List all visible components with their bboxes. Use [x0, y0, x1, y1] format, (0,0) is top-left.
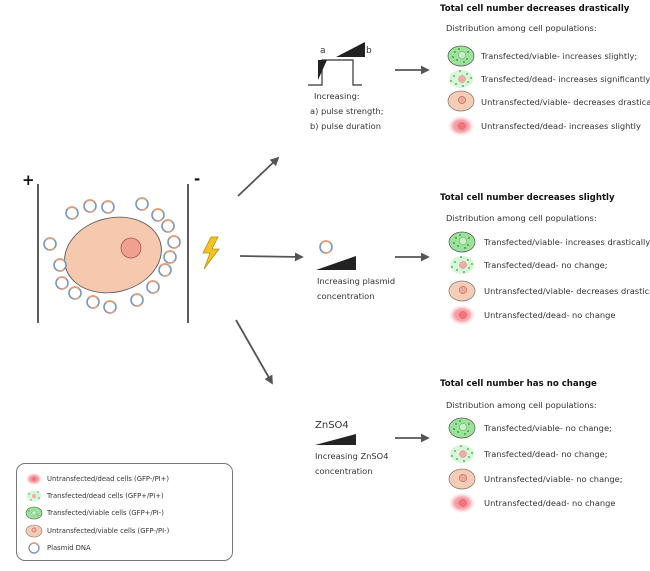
transfected-dead-cell-icon: [448, 69, 474, 89]
lightning-icon: [202, 236, 220, 270]
legend-label: Untransfected/viable cells (GFP-/PI-): [47, 527, 170, 535]
legend-plasmid-icon: [28, 542, 40, 554]
legend-label: Untransfected/dead cells (GFP-/PI+): [47, 475, 170, 483]
transfected-dead-cell-icon: [449, 444, 475, 464]
pulse-result-heading: Total cell number decreases drastically: [440, 4, 630, 14]
arrow-to-znso4: [235, 319, 273, 385]
plasmid-result-item: Transfected/dead- no change;: [484, 260, 608, 270]
positive-sign: +: [22, 171, 35, 189]
znso4-result-heading: Total cell number has no change: [440, 379, 597, 389]
znso4-ramp-icon: [315, 434, 356, 445]
pulse-result-subheading: Distribution among cell populations:: [446, 23, 597, 33]
legend-label: Transfected/dead cells (GFP+/PI+): [47, 492, 164, 500]
legend-label: Transfected/viable cells (GFP+/PI-): [47, 509, 164, 517]
arrow-to-plasmid: [239, 252, 304, 262]
transfected-viable-cell-icon: [448, 417, 476, 439]
arrow-to-pulse: [237, 156, 280, 197]
plasmid-result-heading: Total cell number decreases slightly: [440, 193, 615, 203]
untransfected-dead-cell-icon: [448, 492, 476, 514]
legend-box: Untransfected/dead cells (GFP-/PI+) Tran…: [16, 463, 233, 561]
znso4-caption-line-2: concentration: [315, 466, 373, 476]
pulse-result-item: Transfected/dead- increases significantl…: [481, 74, 650, 84]
znso4-caption-line-1: Increasing ZnSO4: [315, 451, 389, 461]
untransfected-dead-cell-icon: [447, 115, 475, 137]
plasmid-result-subheading: Distribution among cell populations:: [446, 213, 597, 223]
plasmid-icon: [319, 240, 333, 254]
pulse-label-b: b: [366, 46, 372, 56]
legend-label: Plasmid DNA: [47, 544, 91, 552]
transfected-dead-cell-icon: [449, 255, 475, 275]
znso4-result-item: Transfected/dead- no change;: [484, 449, 608, 459]
plasmid-caption-line-2: concentration: [317, 291, 375, 301]
legend-untransfected-dead-icon: [26, 473, 42, 485]
pulse-result-item: Untransfected/viable- decreases drastica…: [481, 97, 650, 107]
plasmid-result-item: Transfected/viable- increases drasticall…: [484, 237, 650, 247]
znso4-result-item: Untransfected/viable- no change;: [484, 474, 623, 484]
legend-icons: [25, 473, 43, 554]
znso4-result-item: Untransfected/dead- no change: [484, 498, 616, 508]
pulse-result-item: Untransfected/dead- increases slightly: [481, 121, 641, 131]
plasmid-ramp-icon: [316, 256, 356, 270]
znso4-result-item: Transfected/viable- no change;: [484, 423, 612, 433]
plasmid-caption-line-1: Increasing plasmid: [317, 276, 396, 286]
transfected-viable-cell-icon: [447, 45, 475, 67]
legend-untransfected-viable-icon: [25, 524, 43, 538]
pulse-result-item: Transfected/viable- increases slightly;: [481, 51, 638, 61]
pulse-label-a: a: [320, 46, 326, 56]
legend-transfected-dead-icon: [26, 490, 42, 502]
transfected-viable-cell-icon: [448, 231, 476, 253]
znso4-label: ZnSO4: [315, 420, 349, 431]
legend-transfected-viable-icon: [25, 506, 43, 520]
untransfected-viable-cell-icon: [447, 90, 475, 112]
negative-sign: -: [194, 170, 201, 188]
pulse-caption-line-1: Increasing:: [314, 91, 360, 101]
pulse-caption-line-3: b) pulse duration: [310, 121, 381, 131]
untransfected-viable-cell-icon: [448, 280, 476, 302]
untransfected-viable-cell-icon: [448, 468, 476, 490]
plasmid-result-item: Untransfected/viable- decreases drastica…: [484, 286, 650, 296]
pulse-caption-line-2: a) pulse strength;: [310, 106, 384, 116]
znso4-result-subheading: Distribution among cell populations:: [446, 400, 597, 410]
pulse-waveform-icon: [308, 42, 365, 86]
central-cell: [64, 216, 162, 294]
untransfected-dead-cell-icon: [448, 304, 476, 326]
plasmid-result-item: Untransfected/dead- no change: [484, 310, 616, 320]
